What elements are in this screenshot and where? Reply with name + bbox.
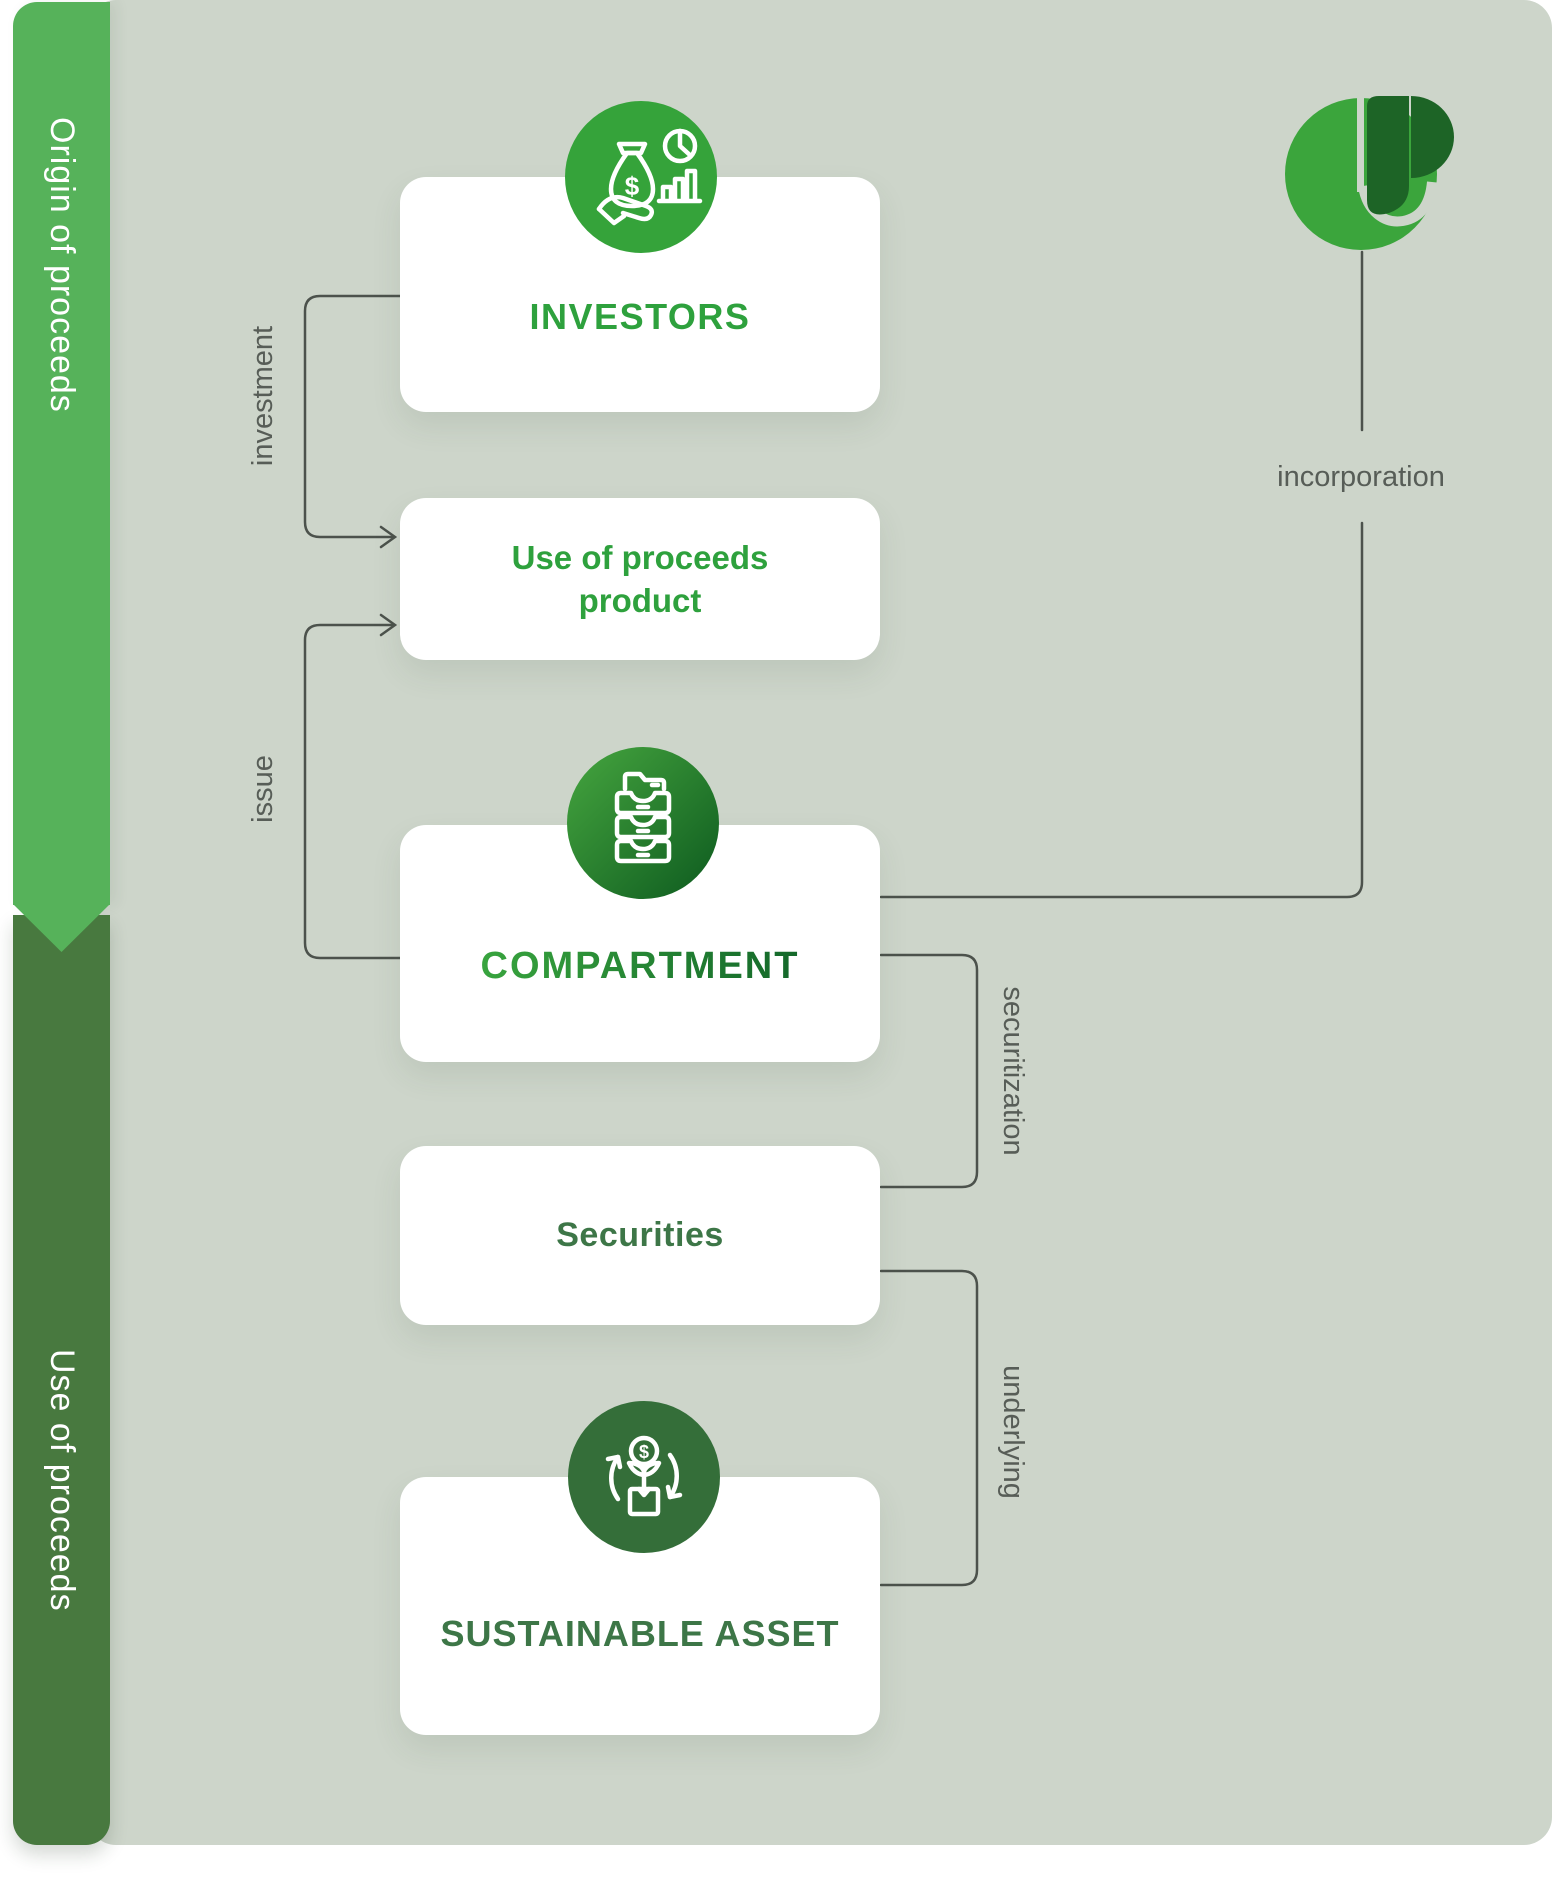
use-of-proceeds-product-label-line1: Use of proceeds: [511, 539, 769, 576]
issue-line: [303, 623, 402, 960]
green-leaf-logo: [1285, 96, 1454, 250]
origin-of-proceeds-ribbon: [13, 2, 110, 905]
node-use-of-proceeds-product: Use of proceeds product: [400, 498, 880, 660]
use-of-proceeds-label: Use of proceeds: [43, 1348, 81, 1612]
incorporation-edge-label: incorporation: [1277, 461, 1445, 493]
incorporation-line-lower: [879, 521, 1364, 899]
securitization-line: [879, 953, 979, 1189]
svg-text:$: $: [625, 171, 640, 201]
node-securities: Securities: [400, 1146, 880, 1325]
investors-label: INVESTORS: [529, 295, 751, 337]
investment-arrowhead: [379, 525, 398, 549]
use-of-proceeds-product-label-line2: product: [578, 582, 702, 619]
origin-of-proceeds-label: Origin of proceeds: [43, 117, 81, 413]
sustainable-asset-label: SUSTAINABLE ASSET: [440, 1613, 840, 1654]
securities-label: Securities: [556, 1216, 724, 1254]
issue-edge-label: issue: [247, 755, 279, 823]
use-of-proceeds-ribbon: [13, 915, 110, 1845]
investment-line: [303, 294, 402, 539]
hand-money-bag-chart-icon: $: [565, 101, 717, 253]
issue-arrowhead: [379, 613, 398, 637]
svg-text:$: $: [639, 1442, 649, 1462]
securitization-edge-label: securitization: [997, 986, 1029, 1156]
compartment-label: COMPARTMENT: [480, 945, 800, 987]
underlying-line: [879, 1269, 979, 1587]
drawer-stack-icon: [567, 747, 719, 899]
underlying-edge-label: underlying: [997, 1365, 1029, 1499]
circular-economy-icon: $: [568, 1401, 720, 1553]
investment-edge-label: investment: [247, 325, 279, 467]
